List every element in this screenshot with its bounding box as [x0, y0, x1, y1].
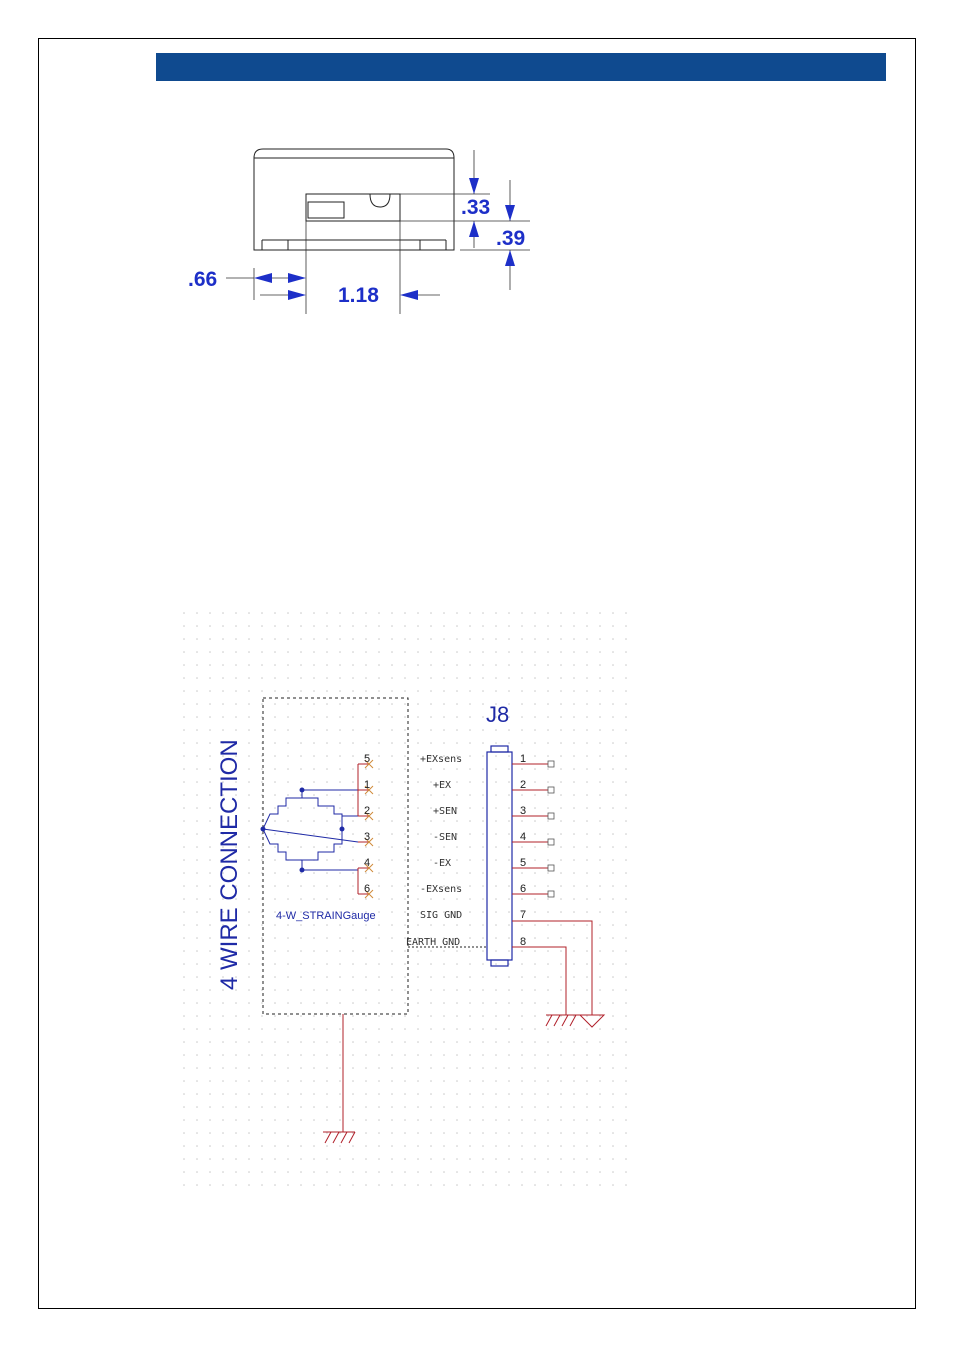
schematic-title: 4 WIRE CONNECTION	[216, 739, 243, 990]
connector-pin-label: 1	[520, 753, 526, 765]
strain-gauge-label: 4-W_STRAINGauge	[276, 910, 376, 922]
connector-pin-label: 5	[520, 857, 526, 869]
connector-notch	[370, 194, 390, 207]
signal-label: SIG GND	[420, 910, 462, 921]
connector-label: J8	[486, 702, 509, 727]
enclosure-body	[254, 149, 454, 250]
signal-label: +EXsens	[420, 754, 462, 765]
enclosure-base	[262, 240, 446, 250]
signal-label: +EX	[433, 780, 451, 791]
signal-label: -SEN	[433, 832, 457, 843]
dimension-118-label: 1.18	[338, 284, 379, 307]
signal-label: +SEN	[433, 806, 457, 817]
gauge-pin-label: 5	[364, 753, 370, 765]
gauge-pin-label: 4	[364, 857, 370, 869]
connector-pin-label: 6	[520, 883, 526, 895]
connector-pin-label: 3	[520, 805, 526, 817]
enclosure-drawing	[254, 149, 454, 250]
gauge-pin-label: 6	[364, 883, 370, 895]
connector-pin-label: 2	[520, 779, 526, 791]
connector-pin-label: 4	[520, 831, 526, 843]
connector-window	[306, 194, 400, 221]
connector-socket	[308, 202, 344, 218]
gauge-pin-label: 2	[364, 805, 370, 817]
connector-pin-label: 8	[520, 936, 526, 948]
signal-label: -EX	[433, 858, 451, 869]
dimension-033-label: .33	[461, 196, 490, 219]
connector-pin-label: 7	[520, 909, 526, 921]
dimension-066-label: .66	[188, 268, 217, 291]
gauge-pin-label: 1	[364, 779, 370, 791]
signal-label: EARTH GND	[406, 937, 460, 948]
gauge-pin-label: 3	[364, 831, 370, 843]
dimension-039-label: .39	[496, 227, 525, 250]
signal-label: -EXsens	[420, 884, 462, 895]
